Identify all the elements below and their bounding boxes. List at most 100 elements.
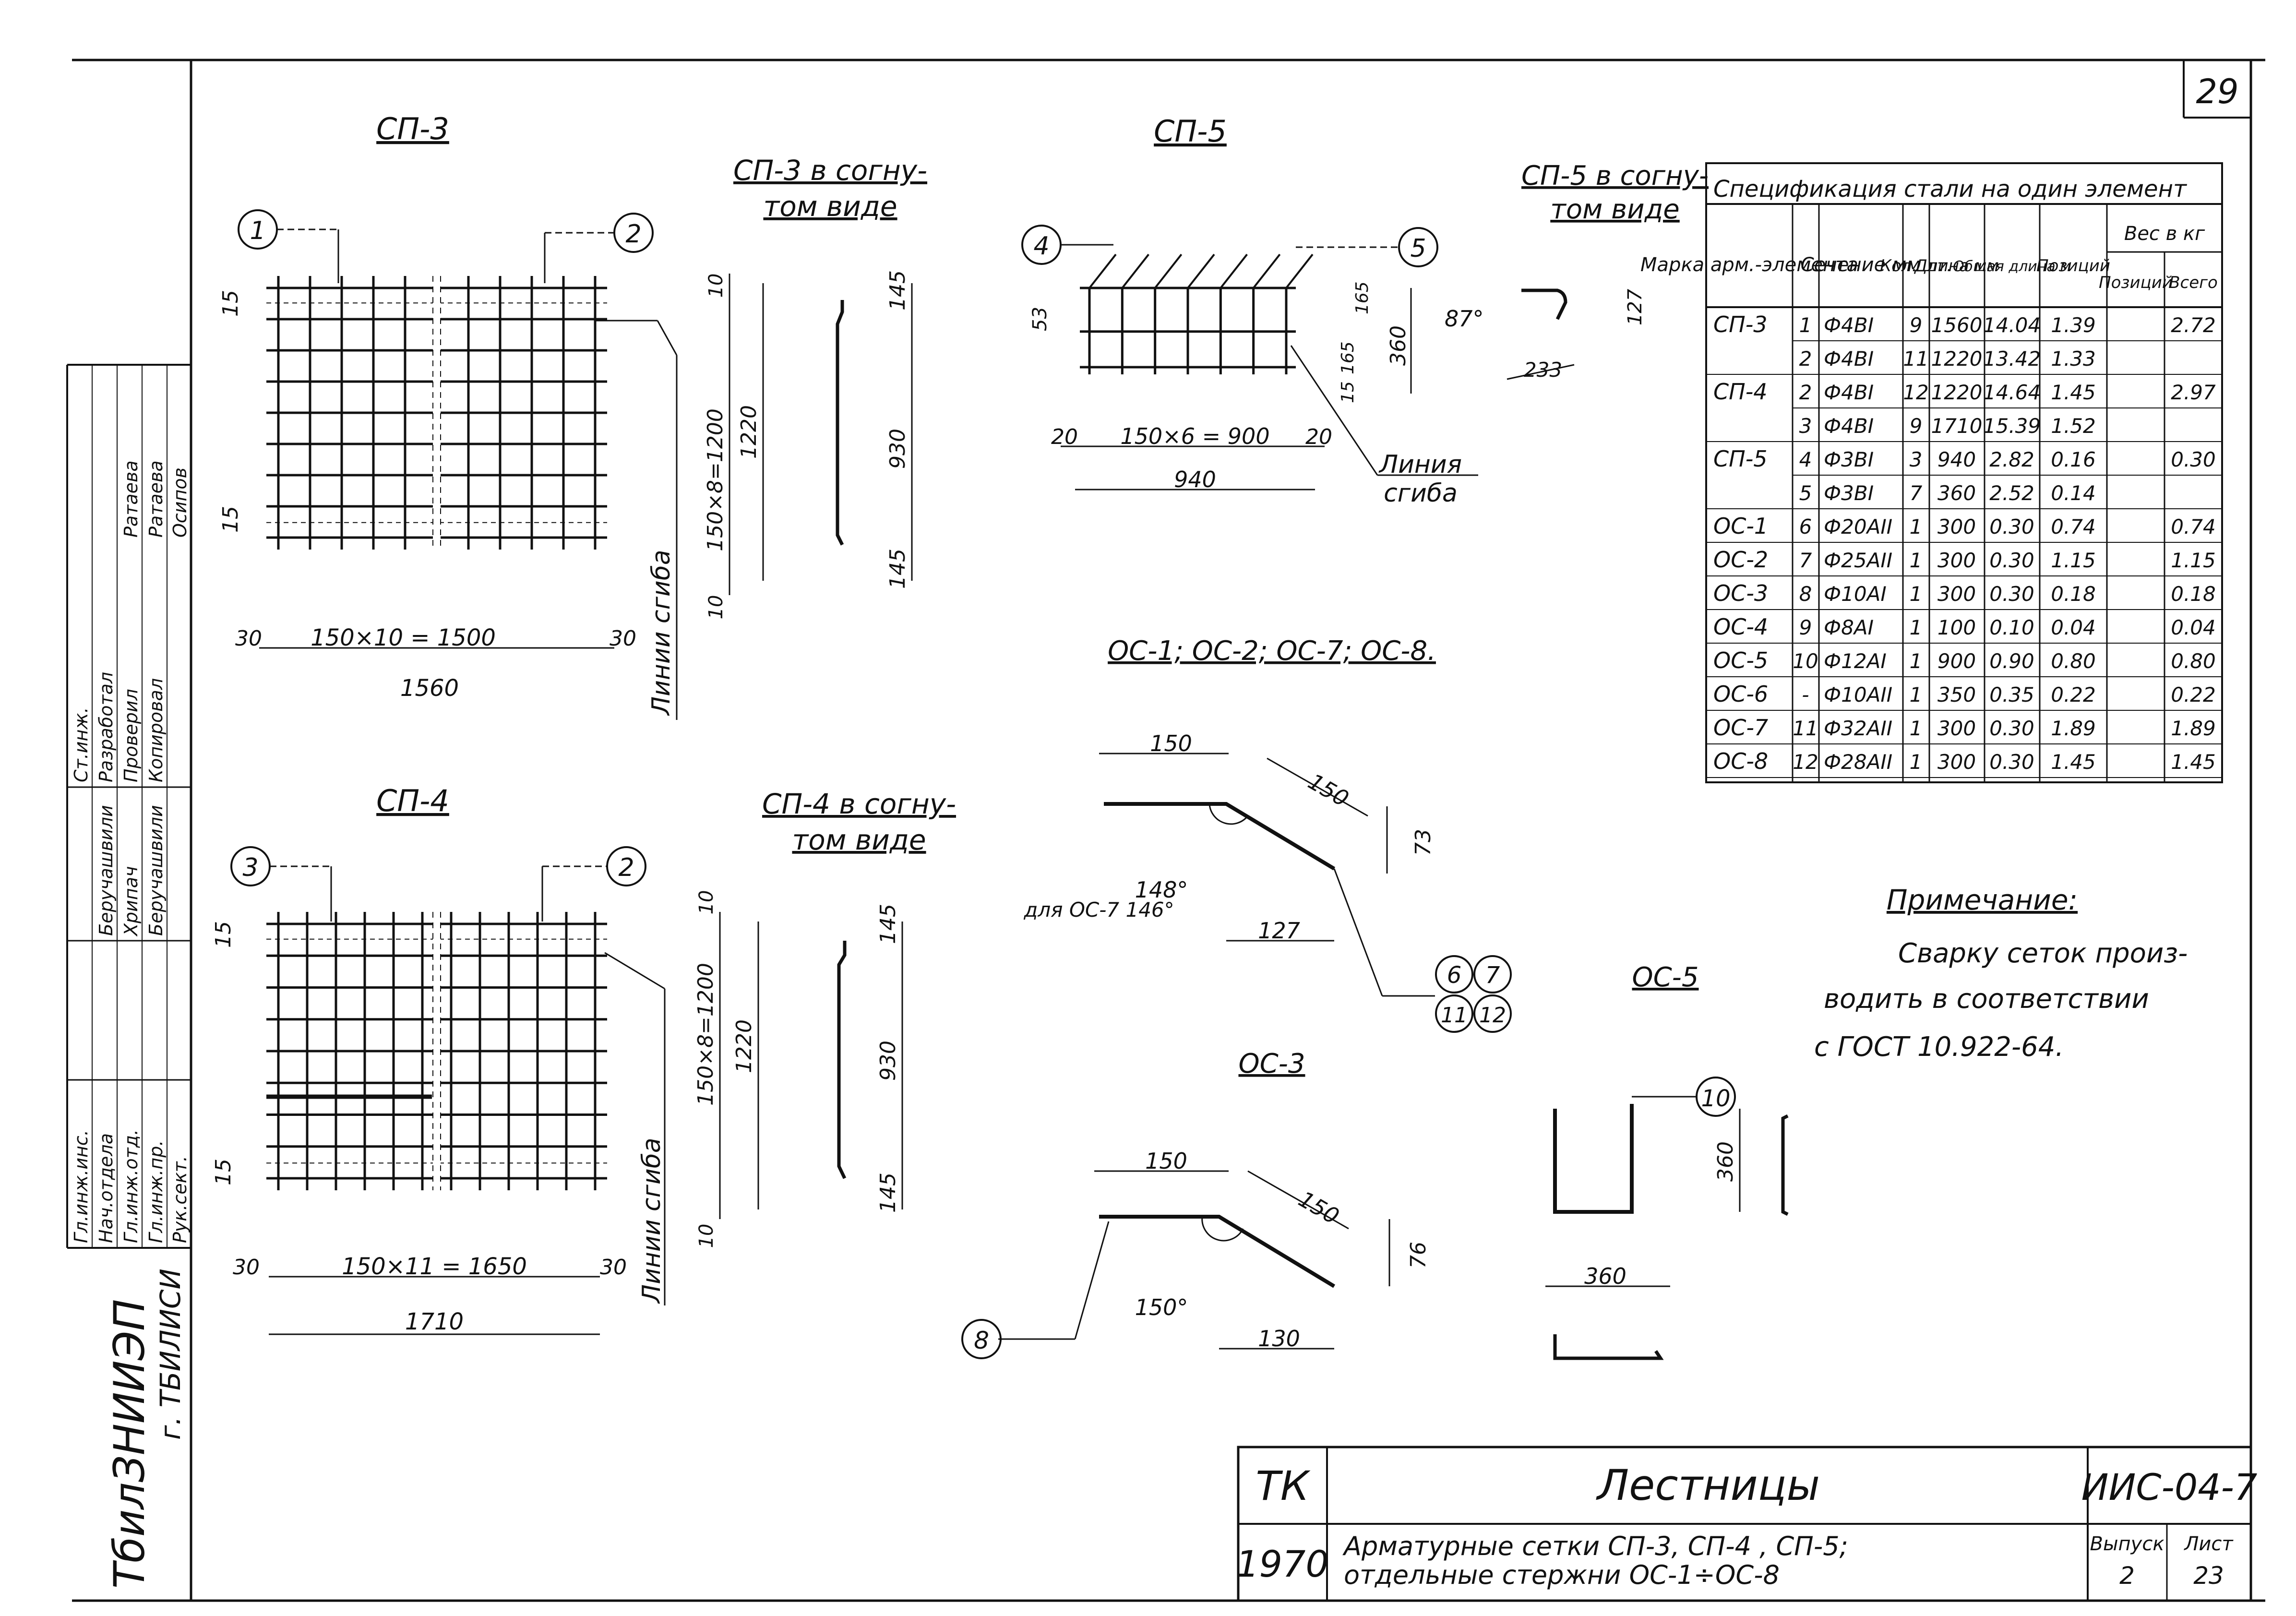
spec-cell-total-length: 0.30	[1989, 582, 2034, 606]
sp3-dim-vert-edge-top: 10	[705, 274, 727, 298]
sp3-bent-title-2: том виде	[763, 190, 897, 223]
sp5-bent-leg	[1285, 253, 1314, 289]
spec-cell-length: 300	[1937, 750, 1976, 774]
organization-city: г. ТБИЛИСИ	[154, 1269, 187, 1440]
spec-cell-weight-total: 2.97	[2171, 381, 2216, 404]
spec-cell-mark: ОС-4	[1713, 614, 1768, 640]
stamp-role-2: Нач.отдела	[96, 1133, 117, 1243]
os3-dim-left: 150	[1145, 1148, 1187, 1174]
stamp-position-4: Копировал	[145, 678, 167, 782]
spec-cell-total-length: 0.30	[1989, 549, 2034, 572]
spec-cell-position: 8	[1799, 582, 1812, 606]
note-heading: Примечание:	[1887, 884, 2078, 916]
sp3-dim-vertical-total: 1220	[737, 405, 761, 459]
sp4-dim-edge-right: 30	[600, 1255, 627, 1280]
page-number-box: 29	[2183, 60, 2251, 119]
sp4-bent-title-2: том виде	[792, 824, 926, 856]
spec-cell-position: 4	[1799, 448, 1812, 471]
sp5-bent-view: СП-5 в согну- том виде 87° 127 233	[1445, 160, 1709, 382]
spec-cell-section: Ф28АII	[1824, 750, 1892, 774]
spec-cell-position: -	[1802, 683, 1809, 706]
os3-profile	[1099, 1215, 1336, 1288]
stamp-position-1: Ст.инж.	[71, 707, 92, 782]
sp3-dim-vert-edge-bottom: 10	[705, 595, 727, 620]
svg-text:12: 12	[1479, 1003, 1506, 1028]
spec-cell-count: 1	[1910, 717, 1923, 740]
sp3-bend-label: Линии сгиба	[647, 550, 676, 716]
svg-text:3: 3	[242, 853, 258, 882]
os-group-bubble-11	[1435, 994, 1473, 1033]
spec-cell-position: 6	[1799, 515, 1812, 539]
stamp-signature-3: Осипов	[169, 467, 191, 538]
spec-cell-mark: ОС-6	[1713, 681, 1768, 707]
spec-cell-section: Ф4ВI	[1824, 414, 1874, 438]
sp5-bent-leg	[1121, 253, 1149, 289]
spec-cell-length: 1220	[1931, 381, 1983, 404]
spec-cell-mark: ОС-8	[1713, 748, 1768, 774]
sp3-dim-edge-right: 30	[610, 626, 636, 651]
sp5-dim-right-3: 165	[1352, 281, 1372, 314]
spec-cell-count: 9	[1910, 414, 1923, 438]
sp3-bent-profile	[836, 300, 844, 546]
mesh-sp3: СП-3 1 2 Линии сгиба 150×10 = 1500 1560 …	[218, 111, 678, 720]
sp5-bend-label-1: Линия	[1378, 450, 1462, 479]
stamp-name-1: Беручашвили	[96, 805, 117, 936]
spec-cell-position: 2	[1799, 347, 1812, 371]
spec-cell-total-length: 14.04	[1983, 313, 2041, 337]
title-code: ТК	[1256, 1462, 1311, 1509]
svg-text:10: 10	[1701, 1085, 1730, 1112]
os-group-angle: 148°	[1135, 877, 1188, 903]
spec-cell-length: 1710	[1931, 414, 1983, 438]
sp4-bent-view: СП-4 в согну- том виде 150×8=1200 1220 1…	[694, 788, 956, 1248]
sp4-bent-profile	[837, 941, 847, 1179]
stamp-name-3: Беручашвили	[145, 805, 167, 936]
header-weight-group: Вес в кг	[2124, 223, 2205, 245]
sp5-bent-leg	[1088, 253, 1117, 289]
svg-text:6: 6	[1447, 962, 1462, 989]
os3-angle: 150°	[1135, 1294, 1188, 1320]
sp5-dim-left: 53	[1029, 307, 1051, 331]
sp5-bent-leg	[1187, 253, 1215, 289]
spec-cell-count: 11	[1903, 347, 1928, 371]
os3-dim-run: 130	[1258, 1326, 1300, 1352]
spec-cell-position: 12	[1793, 750, 1818, 774]
header-weight-pos: Позиций	[2036, 256, 2110, 275]
os-group-title: ОС-1; ОС-2; ОС-7; ОС-8.	[1108, 635, 1436, 667]
spec-cell-total-length: 2.82	[1989, 448, 2034, 471]
spec-cell-length: 300	[1937, 582, 1976, 606]
spec-cell-section: Ф10АII	[1824, 683, 1892, 706]
sp5-bent-angle: 87°	[1445, 306, 1484, 332]
spec-cell-count: 1	[1910, 683, 1923, 706]
sp3-bent-dim-top: 145	[885, 270, 910, 311]
spec-cell-weight-total: 0.18	[2171, 582, 2216, 606]
spec-cell-section: Ф8АI	[1824, 616, 1874, 639]
spec-cell-length: 1220	[1931, 347, 1983, 371]
os5-profile	[1553, 1104, 1634, 1214]
spec-cell-section: Ф12АI	[1824, 649, 1887, 673]
spec-cell-section: Ф10АI	[1824, 582, 1887, 606]
sp5-bent-leg	[1253, 253, 1281, 289]
spec-table: Спецификация стали на один элемент Марка…	[1640, 162, 2223, 783]
sp3-title: СП-3	[376, 111, 449, 146]
sheet-frame	[72, 59, 2265, 1602]
spec-cell-weight-pos: 0.16	[2051, 448, 2096, 471]
header-weight-total: Всего	[2169, 273, 2218, 292]
sp4-bent-dim-bottom: 145	[876, 1173, 900, 1213]
spec-cell-weight-total: 0.74	[2171, 515, 2216, 539]
spec-cell-weight-total: 0.22	[2171, 683, 2216, 706]
stamp-role-1: Гл.инж.инс.	[71, 1130, 92, 1243]
os-group-bubble-12	[1473, 994, 1512, 1033]
svg-text:5: 5	[1410, 234, 1426, 263]
spec-cell-mark: ОС-7	[1713, 715, 1768, 741]
sp3-bent-view: СП-3 в согну- том виде 150×8=1200 1220 1…	[703, 154, 927, 619]
approval-stamp: Гл.инж.инс. Нач.отдела Гл.инж.отд. Гл.ин…	[66, 364, 191, 1249]
os3-dim-rise: 76	[1406, 1242, 1431, 1269]
title-block: ТК 1970 Лестницы Арматурные сетки СП-3, …	[1236, 1446, 2257, 1602]
sp5-dim-height: 360	[1386, 325, 1411, 366]
title-subtitle-1: Арматурные сетки СП-3, СП-4 , СП-5;	[1342, 1531, 1848, 1561]
sp4-bend-label: Линии сгиба	[637, 1137, 666, 1304]
spec-cell-total-length: 14.64	[1983, 381, 2041, 404]
spec-cell-weight-pos: 1.33	[2051, 347, 2096, 371]
spec-cell-total-length: 0.90	[1989, 649, 2034, 673]
